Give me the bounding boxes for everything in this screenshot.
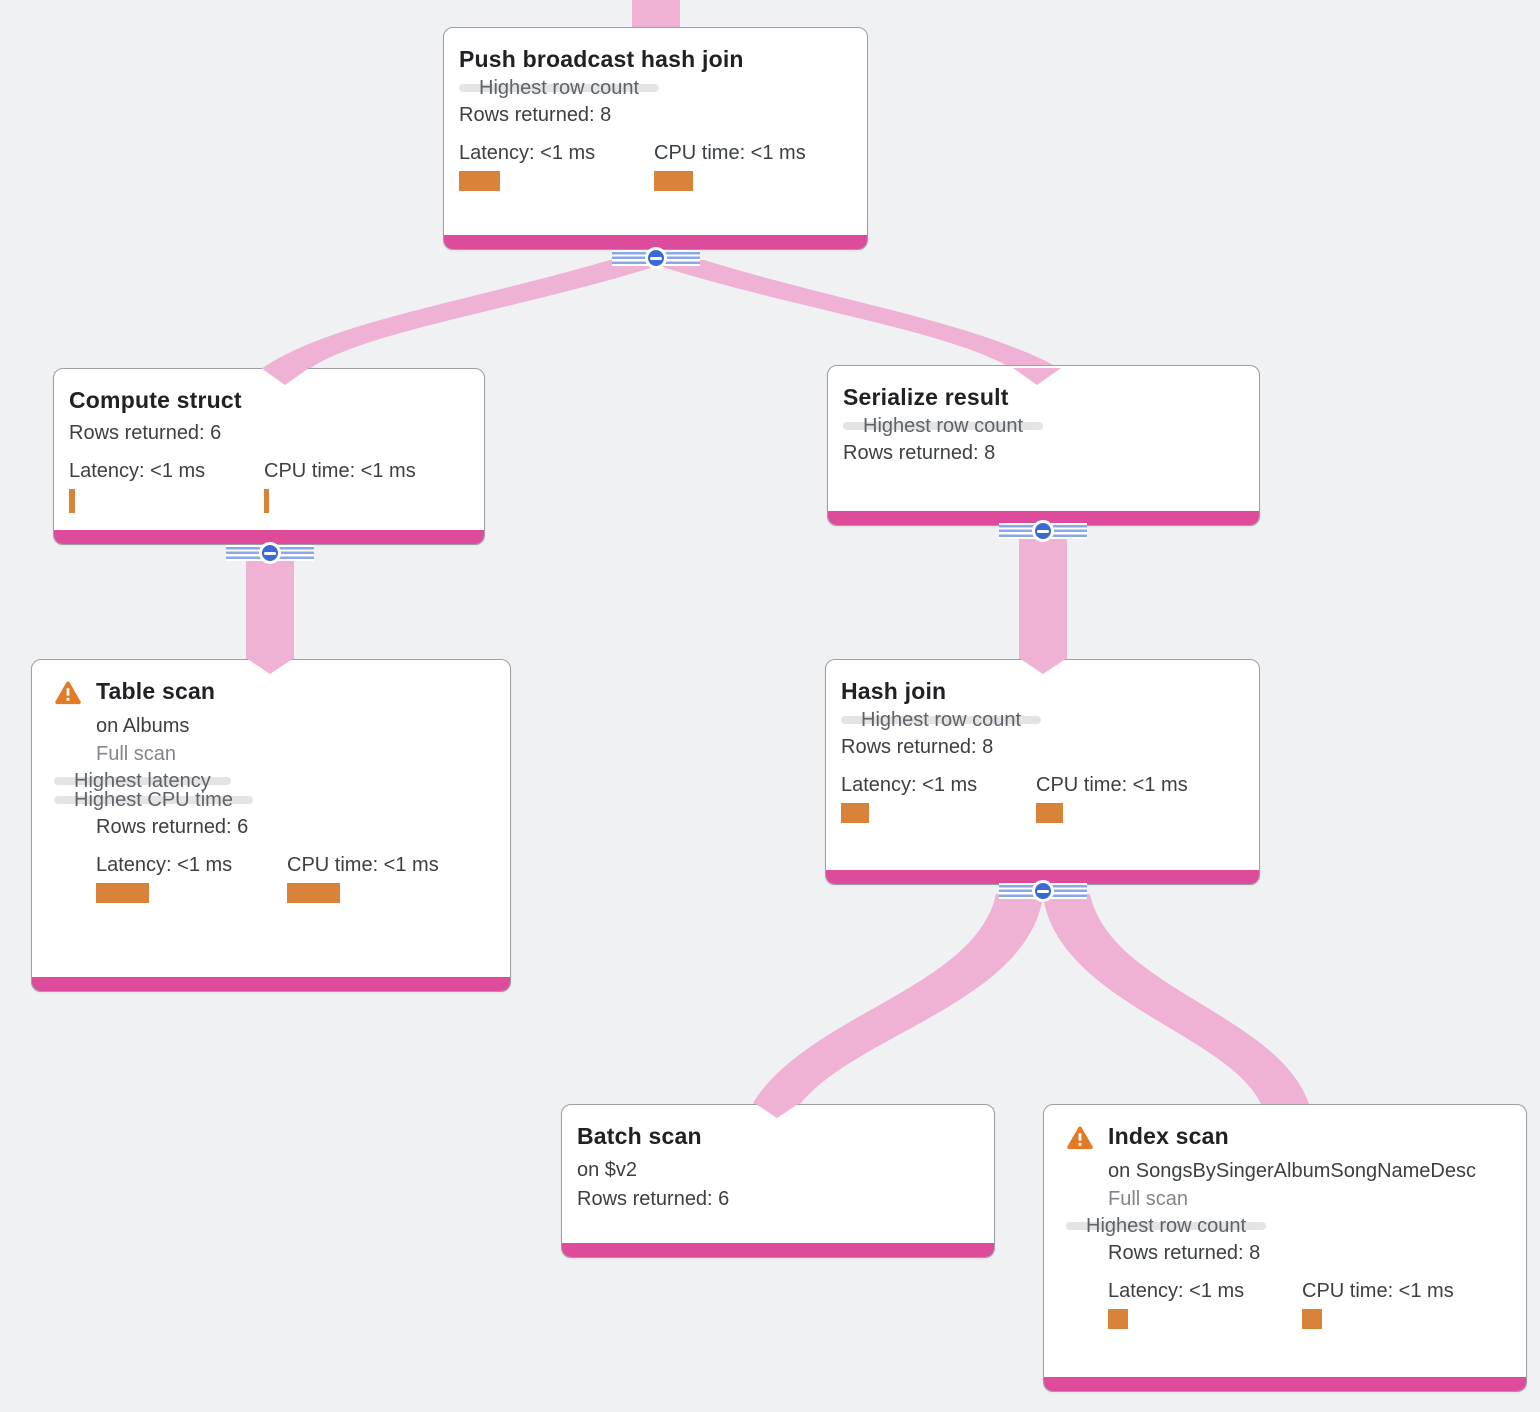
latency-bar	[1108, 1309, 1128, 1329]
node-bottom-bar	[1044, 1377, 1526, 1391]
latency-label: Latency: <1 ms	[841, 774, 978, 796]
node-title: Hash join	[841, 678, 947, 704]
node-bottom-bar	[54, 530, 484, 544]
rows-returned: Rows returned: 6	[69, 422, 222, 444]
rows-returned: Rows returned: 8	[843, 442, 996, 464]
plan-node-serialize-result[interactable]: Serialize result Highest row count Rows …	[827, 365, 1260, 526]
cpu-label: CPU time: <1 ms	[287, 854, 439, 876]
scan-type: Full scan	[1108, 1188, 1189, 1210]
edge-into-root	[632, 0, 680, 30]
badge-highest-row-count: Highest row count	[459, 78, 660, 98]
latency-metric: Latency: <1 ms	[841, 774, 1036, 823]
cpu-bar	[1036, 803, 1063, 823]
cpu-metric: CPU time: <1 ms	[287, 854, 494, 903]
cpu-label: CPU time: <1 ms	[264, 460, 416, 482]
cpu-metric: CPU time: <1 ms	[654, 142, 851, 191]
rows-returned: Rows returned: 8	[459, 104, 612, 126]
plan-node-table-scan[interactable]: Table scan on Albums Full scan Highest l…	[31, 659, 511, 992]
cpu-metric: CPU time: <1 ms	[1302, 1280, 1510, 1329]
node-title: Table scan	[96, 678, 216, 704]
cpu-bar	[287, 883, 340, 903]
edge-hash-join-to-batch-scan	[753, 894, 1043, 1119]
badge-highest-row-count: Highest row count	[843, 416, 1044, 436]
plan-node-index-scan[interactable]: Index scan on SongsBySingerAlbumSongName…	[1043, 1104, 1527, 1392]
cpu-bar	[1302, 1309, 1322, 1329]
node-title: Index scan	[1108, 1123, 1229, 1149]
collapse-minus-icon	[1032, 880, 1054, 902]
badge-highest-row-count: Highest row count	[841, 710, 1042, 730]
rows-returned: Rows returned: 8	[1108, 1242, 1261, 1264]
scan-target: on $v2	[577, 1159, 638, 1181]
cpu-metric: CPU time: <1 ms	[1036, 774, 1243, 823]
collapse-minus-icon	[1032, 520, 1054, 542]
latency-label: Latency: <1 ms	[459, 142, 596, 164]
badge-highest-latency: Highest latency	[54, 771, 231, 791]
node-bottom-bar	[32, 977, 510, 991]
plan-node-batch-scan[interactable]: Batch scan on $v2 Rows returned: 6	[561, 1104, 995, 1258]
node-title: Batch scan	[577, 1123, 702, 1149]
latency-label: Latency: <1 ms	[96, 854, 233, 876]
latency-bar	[459, 171, 500, 191]
badge-highest-row-count: Highest row count	[1066, 1216, 1267, 1236]
warning-triangle-icon	[1067, 1126, 1093, 1150]
collapse-minus-icon	[259, 542, 281, 564]
latency-metric: Latency: <1 ms	[1108, 1280, 1302, 1329]
latency-metric: Latency: <1 ms	[96, 854, 287, 903]
collapse-button-compute-struct[interactable]	[226, 539, 314, 567]
plan-node-compute-struct[interactable]: Compute struct Rows returned: 6 Latency:…	[53, 368, 485, 545]
cpu-metric: CPU time: <1 ms	[264, 460, 468, 513]
node-bottom-bar	[562, 1243, 994, 1257]
node-bottom-bar	[826, 870, 1259, 884]
plan-node-push-broadcast-hash-join[interactable]: Push broadcast hash join Highest row cou…	[443, 27, 868, 250]
scan-type: Full scan	[96, 743, 177, 765]
edge-push-to-serialize-result	[659, 260, 1061, 386]
scan-target: on Albums	[96, 715, 190, 737]
edge-serialize-result-to-hash-join	[1019, 518, 1067, 660]
rows-returned: Rows returned: 6	[96, 816, 249, 838]
rows-returned: Rows returned: 6	[577, 1188, 730, 1210]
node-bottom-bar	[828, 511, 1259, 525]
cpu-label: CPU time: <1 ms	[1302, 1280, 1454, 1302]
collapse-minus-icon	[645, 247, 667, 269]
edge-hash-join-to-index-scan	[1043, 894, 1309, 1104]
cpu-label: CPU time: <1 ms	[654, 142, 806, 164]
latency-label: Latency: <1 ms	[69, 460, 206, 482]
collapse-button-serialize-result[interactable]	[999, 517, 1087, 545]
plan-node-hash-join[interactable]: Hash join Highest row count Rows returne…	[825, 659, 1260, 885]
warning-triangle-icon	[55, 681, 81, 705]
cpu-bar	[654, 171, 693, 191]
collapse-button-push-broadcast-hash-join[interactable]	[612, 244, 700, 272]
latency-bar	[841, 803, 869, 823]
scan-target: on SongsBySingerAlbumSongNameDesc	[1108, 1160, 1476, 1182]
latency-metric: Latency: <1 ms	[69, 460, 264, 513]
edge-push-to-compute-struct	[261, 260, 657, 386]
latency-metric: Latency: <1 ms	[459, 142, 654, 191]
collapse-button-hash-join[interactable]	[999, 877, 1087, 905]
latency-bar	[69, 489, 75, 513]
node-title: Compute struct	[69, 387, 242, 413]
node-bottom-bar	[444, 235, 867, 249]
latency-label: Latency: <1 ms	[1108, 1280, 1245, 1302]
node-title: Push broadcast hash join	[459, 46, 744, 72]
latency-bar	[96, 883, 149, 903]
cpu-label: CPU time: <1 ms	[1036, 774, 1188, 796]
node-title: Serialize result	[843, 384, 1009, 410]
cpu-bar	[264, 489, 269, 513]
rows-returned: Rows returned: 8	[841, 736, 994, 758]
badge-highest-cpu-time: Highest CPU time	[54, 790, 253, 810]
edge-compute-struct-to-table-scan	[246, 540, 294, 660]
